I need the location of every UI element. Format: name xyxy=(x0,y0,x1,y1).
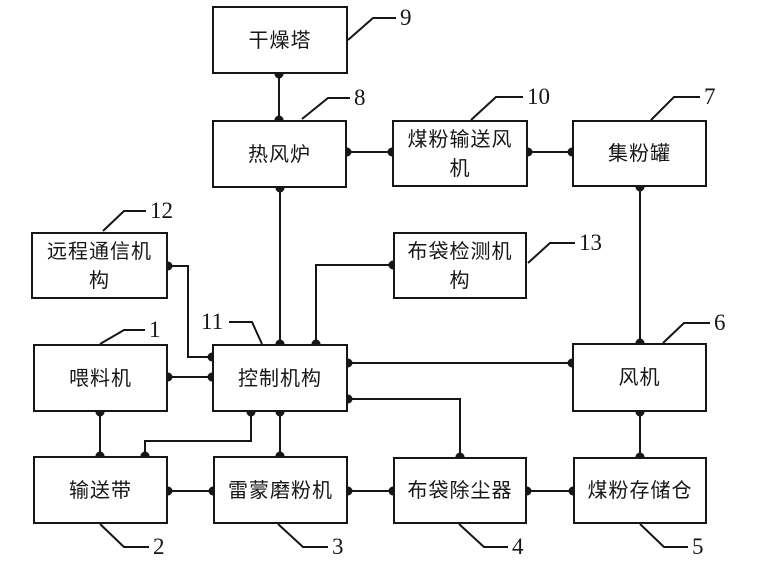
leader-line-7 xyxy=(650,96,700,121)
node-label-fan: 风机 xyxy=(618,365,661,389)
node-label-control-mechanism: 控制机构 xyxy=(238,365,322,390)
ref-label-3: 3 xyxy=(332,534,344,559)
leader-line-11 xyxy=(229,321,263,345)
leader-line-12 xyxy=(102,210,146,232)
node-conveyor-belt: 输送带 xyxy=(33,456,168,524)
leader-line-1 xyxy=(99,329,145,345)
node-bag-detection-mechanism: 布袋检测机构 xyxy=(393,232,527,299)
leader-line-5 xyxy=(639,523,688,548)
node-label-drying-tower: 干燥塔 xyxy=(248,27,312,52)
leader-line-8 xyxy=(301,97,350,120)
ref-label-5: 5 xyxy=(692,534,704,559)
ref-label-8: 8 xyxy=(354,85,366,110)
node-label-remote-communication-mechanism: 远程通信机构 xyxy=(47,238,152,292)
ref-label-9: 9 xyxy=(400,5,412,30)
ref-label-1: 1 xyxy=(149,317,161,342)
node-hot-air-furnace: 热风炉 xyxy=(212,120,347,188)
node-coal-powder-storage-bin: 煤粉存储仓 xyxy=(573,457,707,524)
node-label-bag-detection-mechanism: 布袋检测机构 xyxy=(407,238,513,292)
ref-label-2: 2 xyxy=(153,534,165,559)
leader-line-13 xyxy=(527,242,575,264)
leader-line-10 xyxy=(470,96,523,121)
node-control-mechanism: 控制机构 xyxy=(212,344,348,412)
leader-line-4 xyxy=(458,523,508,548)
node-feeder: 喂料机 xyxy=(33,344,168,412)
node-remote-communication-mechanism: 远程通信机构 xyxy=(31,232,168,299)
connector-lines xyxy=(99,74,641,492)
node-powder-collecting-tank: 集粉罐 xyxy=(572,120,707,187)
leader-line-9 xyxy=(347,17,396,41)
leader-line-6 xyxy=(662,322,710,344)
ref-label-13: 13 xyxy=(579,230,602,255)
node-label-raymond-mill: 雷蒙磨粉机 xyxy=(228,477,333,502)
ref-label-11: 11 xyxy=(201,309,224,334)
node-label-bag-dust-collector: 布袋除尘器 xyxy=(407,478,513,502)
node-label-coal-powder-conveying-fan: 煤粉输送风机 xyxy=(407,126,513,180)
node-label-feeder: 喂料机 xyxy=(69,365,132,390)
node-label-hot-air-furnace: 热风炉 xyxy=(248,141,311,166)
node-raymond-mill: 雷蒙磨粉机 xyxy=(213,456,348,524)
node-coal-powder-conveying-fan: 煤粉输送风机 xyxy=(392,120,528,187)
connector-control-conveyorbelt xyxy=(144,412,252,456)
ref-label-6: 6 xyxy=(714,310,726,335)
connector-bagdetection-control xyxy=(315,264,393,344)
junction-dots xyxy=(95,69,645,496)
node-fan: 风机 xyxy=(572,343,707,412)
ref-label-10: 10 xyxy=(527,84,550,109)
node-label-coal-powder-storage-bin: 煤粉存储仓 xyxy=(587,478,693,502)
node-label-powder-collecting-tank: 集粉罐 xyxy=(608,141,671,165)
ref-label-12: 12 xyxy=(150,198,173,223)
leader-line-3 xyxy=(277,523,328,548)
ref-label-7: 7 xyxy=(704,84,716,109)
connector-remotecomm-control xyxy=(168,265,212,358)
node-bag-dust-collector: 布袋除尘器 xyxy=(393,457,527,524)
node-label-conveyor-belt: 输送带 xyxy=(69,477,132,502)
leader-line-2 xyxy=(99,523,149,548)
connector-control-bagdustcollector xyxy=(348,398,461,457)
leader-lines xyxy=(99,17,710,548)
ref-label-4: 4 xyxy=(512,534,524,559)
node-drying-tower: 干燥塔 xyxy=(212,6,348,74)
